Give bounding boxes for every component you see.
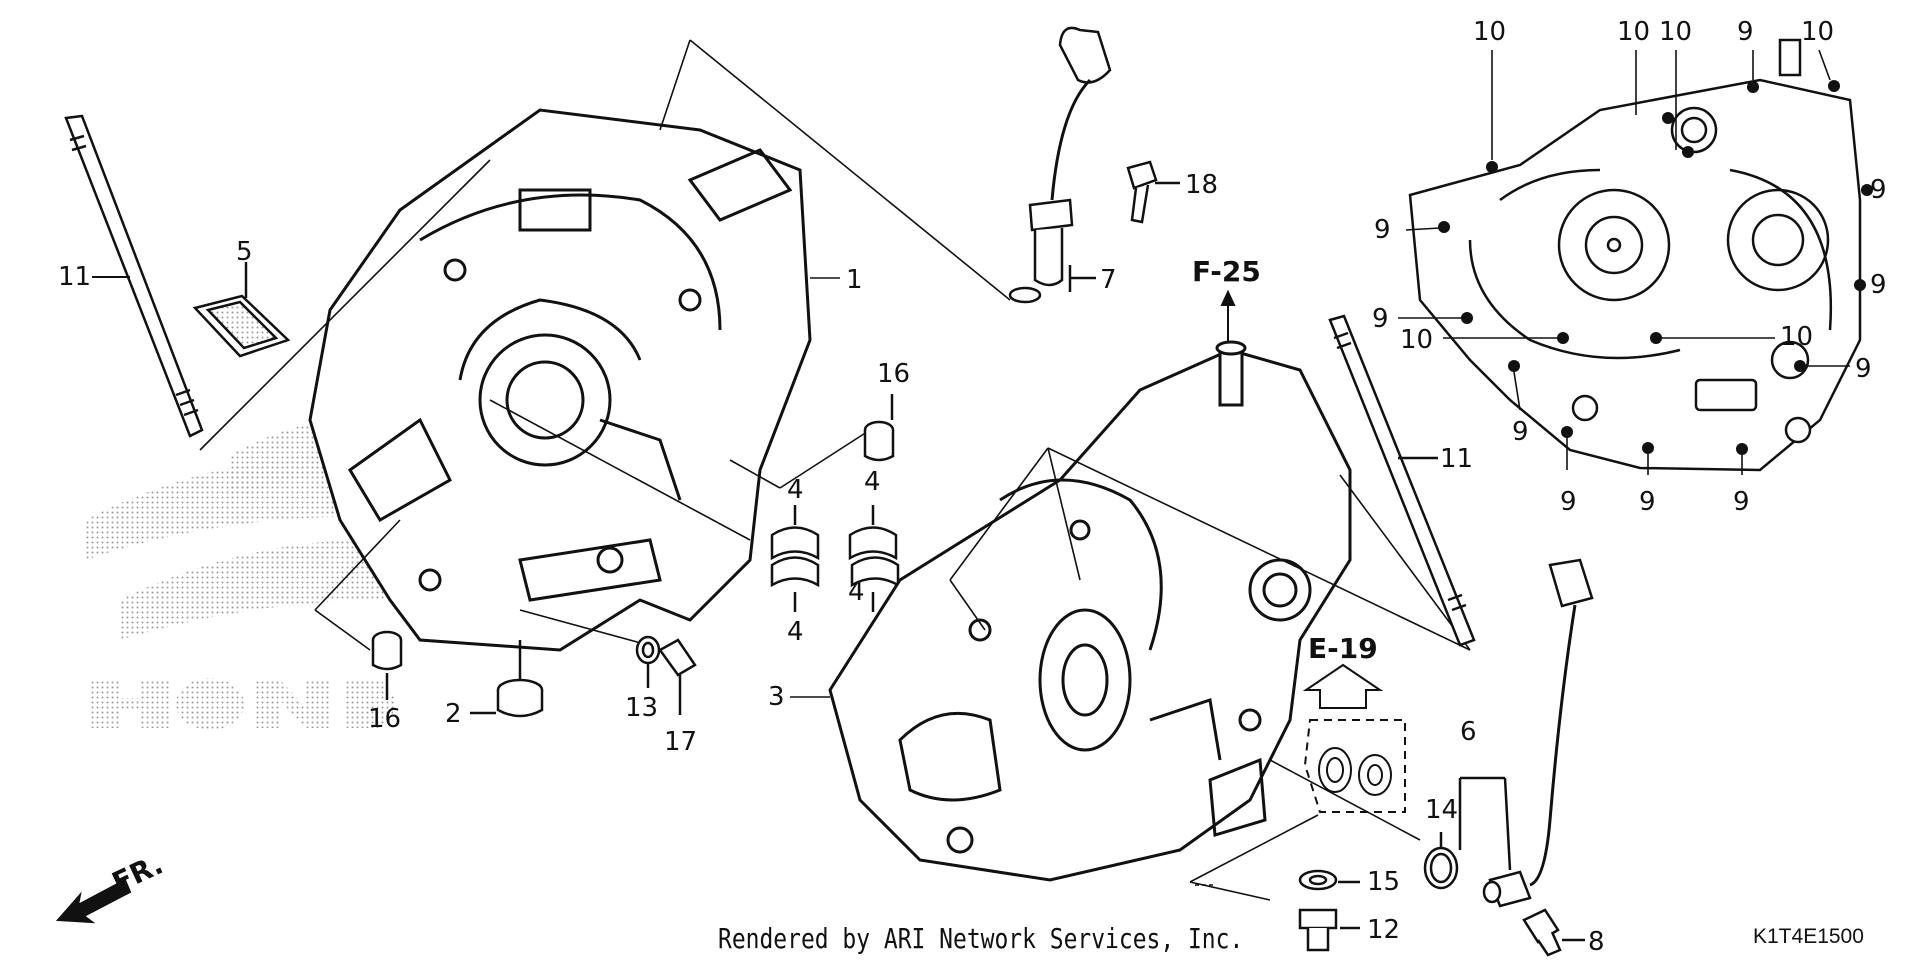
cover-leaders: [1398, 49, 1870, 475]
sensor-with-cable: [1458, 558, 1594, 908]
callout-9-left-2[interactable]: 9: [1372, 304, 1389, 334]
leader-lines-left: [199, 39, 1011, 651]
callout-2[interactable]: 2: [445, 699, 462, 729]
callout-10-f[interactable]: 10: [1780, 322, 1813, 352]
callout-4-left-upper[interactable]: 4: [787, 475, 804, 505]
callout-4-right-upper[interactable]: 4: [864, 467, 881, 497]
bearing-shell-left: [770, 505, 820, 612]
callout-9-bottom-3[interactable]: 9: [1639, 487, 1656, 517]
diagram-code: K1T4E1500: [1753, 925, 1864, 948]
callout-7[interactable]: 7: [1100, 265, 1117, 295]
o-ring: [1423, 832, 1459, 890]
sealing-washer: [635, 635, 661, 688]
reference-f25[interactable]: F-25: [1192, 255, 1261, 288]
oil-strainer-screen: [192, 262, 291, 358]
reference-e19[interactable]: E-19: [1308, 632, 1378, 665]
washer: [1298, 869, 1360, 891]
reference-e19-arrow: [1302, 663, 1384, 709]
cover-bolt-holes: [1438, 80, 1873, 455]
callout-3[interactable]: 3: [768, 682, 785, 712]
oil-level-gauge: [1008, 26, 1112, 304]
callout-6[interactable]: 6: [1460, 717, 1477, 747]
callout-4-right-lower[interactable]: 4: [848, 577, 865, 607]
flange-bolt: [1126, 160, 1180, 224]
drain-plug: [470, 640, 544, 718]
dowel-pin-upper: [863, 394, 895, 462]
callout-9-right-3[interactable]: 9: [1855, 354, 1872, 384]
callout-16-lower[interactable]: 16: [368, 704, 401, 734]
callout-10-b[interactable]: 10: [1617, 17, 1650, 47]
callout-18[interactable]: 18: [1185, 170, 1218, 200]
dowel-pin-lower: [371, 630, 403, 700]
callout-11-right[interactable]: 11: [1440, 444, 1473, 474]
stud-bolt-left: [64, 114, 204, 438]
drain-bolt: [1298, 908, 1360, 952]
footer-credit: Rendered by ARI Network Services, Inc.: [718, 922, 1244, 955]
callout-10-c[interactable]: 10: [1659, 17, 1692, 47]
callout-9-bottom-4[interactable]: 9: [1733, 487, 1750, 517]
callout-12[interactable]: 12: [1367, 915, 1400, 945]
callout-9-left-1[interactable]: 9: [1374, 215, 1391, 245]
stud-bolt-right: [1328, 314, 1476, 647]
callout-1[interactable]: 1: [846, 265, 863, 295]
callout-14[interactable]: 14: [1425, 795, 1458, 825]
collar: [658, 638, 697, 715]
bearing-shell-right: [848, 505, 900, 612]
callout-10-a[interactable]: 10: [1473, 17, 1506, 47]
leader-lines-right: [790, 447, 1471, 901]
sensor-bolt: [1522, 908, 1585, 957]
callout-8[interactable]: 8: [1588, 927, 1605, 957]
callout-9-right-1[interactable]: 9: [1870, 175, 1887, 205]
left-crankcase-half: [308, 108, 812, 652]
callout-4-left-lower[interactable]: 4: [787, 617, 804, 647]
front-direction-arrow: FR.: [55, 848, 168, 924]
crankcase-cover-detail: [1408, 38, 1862, 472]
callout-9-bottom-1[interactable]: 9: [1512, 417, 1529, 447]
callout-16-upper[interactable]: 16: [877, 359, 910, 389]
reference-e19-box: [1303, 719, 1406, 813]
callout-9-top[interactable]: 9: [1737, 17, 1754, 47]
callout-9-right-2[interactable]: 9: [1870, 270, 1887, 300]
callout-17[interactable]: 17: [664, 727, 697, 757]
callout-10-d[interactable]: 10: [1801, 17, 1834, 47]
reference-f25-arrow: [1220, 289, 1236, 345]
callout-5[interactable]: 5: [236, 237, 253, 267]
callout-13[interactable]: 13: [625, 693, 658, 723]
callouts: 1 2 3 4 4 4 4 5 6 7 8 9 9 9 9 9 9 9 9 9 …: [58, 17, 1887, 957]
callout-9-bottom-2[interactable]: 9: [1560, 487, 1577, 517]
callout-10-e[interactable]: 10: [1400, 325, 1433, 355]
callout-15[interactable]: 15: [1367, 867, 1400, 897]
right-crankcase-half: [828, 340, 1352, 882]
callout-11-left[interactable]: 11: [58, 262, 91, 292]
